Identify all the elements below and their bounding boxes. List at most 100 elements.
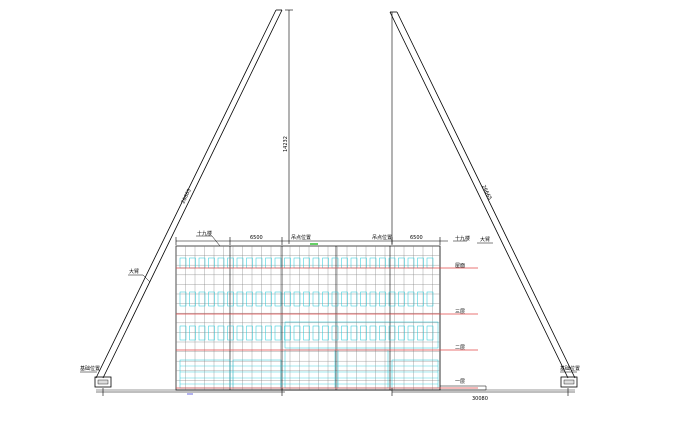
window-panel <box>198 325 206 341</box>
left-mast-note: 大臂 <box>129 268 139 275</box>
window-panel <box>407 325 415 341</box>
window-panel <box>227 325 234 341</box>
right-mast-note: 大臂 <box>480 236 490 243</box>
ground-dimensions <box>96 388 575 396</box>
window-panel <box>227 291 234 307</box>
window-panel <box>398 257 405 269</box>
ground-glass <box>337 349 389 389</box>
window-panel <box>274 291 282 307</box>
window-panel <box>388 325 396 341</box>
window-panel <box>208 257 215 269</box>
window-panel <box>236 291 244 307</box>
right-mast <box>389 11 576 379</box>
window-panel <box>322 257 329 269</box>
window-panel <box>284 325 291 341</box>
window-panel <box>179 325 187 341</box>
window-panel <box>189 257 196 269</box>
window-panel <box>350 257 358 269</box>
floor-1-label: 一层 <box>455 379 465 385</box>
window-panel <box>350 291 358 307</box>
window-panel <box>341 257 348 269</box>
window-panel <box>426 325 434 341</box>
window-panel <box>341 325 348 341</box>
right-base-note: 基础位置 <box>560 365 580 372</box>
right-base <box>560 376 578 388</box>
window-panel <box>293 325 301 341</box>
window-panel <box>331 257 339 269</box>
right-top-note: 十九楼 <box>455 235 470 242</box>
ground-glass <box>284 349 336 389</box>
window-panel <box>417 291 424 307</box>
window-panel <box>388 291 396 307</box>
window-panel <box>246 325 253 341</box>
window-panel <box>322 325 329 341</box>
center-height-line <box>285 9 293 244</box>
window-panel <box>198 257 206 269</box>
floor-3-label: 三层 <box>455 309 465 315</box>
window-panel <box>398 291 405 307</box>
window-panel <box>293 257 301 269</box>
window-panel <box>426 291 434 307</box>
window-panel <box>379 257 386 269</box>
window-panel <box>312 291 320 307</box>
window-panel <box>331 325 339 341</box>
window-panel <box>360 325 367 341</box>
top-dimensions <box>175 237 448 245</box>
window-panel <box>407 257 415 269</box>
window-panel <box>255 291 263 307</box>
window-panel <box>312 325 320 341</box>
left-base <box>94 376 112 388</box>
window-panel <box>246 257 253 269</box>
window-panel <box>407 291 415 307</box>
window-panel <box>179 257 187 269</box>
right-note: 吊点位置 <box>372 234 392 241</box>
window-panel <box>217 291 225 307</box>
window-panel <box>198 291 206 307</box>
window-panel <box>255 325 263 341</box>
window-panel <box>426 257 434 269</box>
window-panel <box>303 291 310 307</box>
window-panel <box>303 257 310 269</box>
mid-glass <box>284 321 439 349</box>
window-panel <box>255 257 263 269</box>
window-panel <box>417 325 424 341</box>
window-panel <box>179 291 187 307</box>
window-panel <box>246 291 253 307</box>
window-panel <box>360 257 367 269</box>
window-panel <box>360 291 367 307</box>
window-panel <box>293 291 301 307</box>
window-panel <box>236 325 244 341</box>
window-panel <box>379 291 386 307</box>
window-panel <box>331 291 339 307</box>
left-top-note: 十九楼 <box>197 230 212 237</box>
window-panel <box>189 291 196 307</box>
left-base-note: 基础位置 <box>80 365 100 372</box>
window-panel <box>350 325 358 341</box>
right-span-label: 6500 <box>410 235 423 241</box>
window-panel <box>417 257 424 269</box>
window-panel <box>265 291 272 307</box>
right-mast-length: 26665 <box>480 184 492 201</box>
window-panel <box>369 325 377 341</box>
window-panel <box>341 291 348 307</box>
floor-2-label: 二层 <box>455 345 465 351</box>
window-panel <box>312 257 320 269</box>
building-facade <box>175 245 478 391</box>
window-panel <box>284 257 291 269</box>
window-panel <box>274 257 282 269</box>
window-panel <box>236 257 244 269</box>
window-panel <box>265 257 272 269</box>
left-span-label: 6500 <box>250 235 263 241</box>
window-panel <box>369 291 377 307</box>
center-height-label: 14232 <box>283 136 289 152</box>
window-panel <box>322 291 329 307</box>
window-panel <box>284 291 291 307</box>
window-panel <box>208 291 215 307</box>
window-panel <box>369 257 377 269</box>
window-panel <box>208 325 215 341</box>
window-panel <box>227 257 234 269</box>
bottom-span-right: 30080 <box>472 396 488 402</box>
window-panel <box>217 325 225 341</box>
window-panel <box>274 325 282 341</box>
